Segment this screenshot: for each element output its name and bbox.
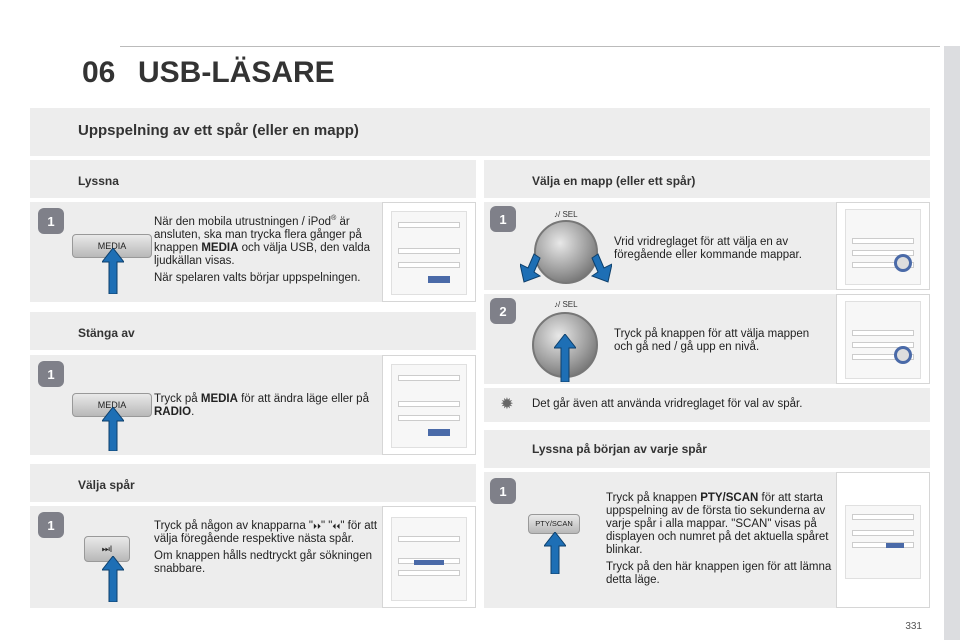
sel-knob[interactable] <box>534 220 598 284</box>
radio-thumbnail <box>836 294 930 384</box>
section-title-panel: Uppspelning av ett spår (eller en mapp) <box>30 108 930 156</box>
pty-scan-button[interactable]: PTY/SCAN <box>528 514 580 534</box>
valja-mapp-step1-panel: 1 ♪/ SEL Vrid vridreglaget för att välja… <box>484 202 930 290</box>
lyssna-text: När den mobila utrustningen / iPod® är a… <box>154 215 371 284</box>
radio-thumbnail <box>382 506 476 608</box>
rotate-arrows-icon <box>520 253 612 283</box>
header-rule <box>120 46 940 47</box>
borjan-title: Lyssna på början av varje spår <box>532 442 707 456</box>
step-badge: 1 <box>38 361 64 387</box>
lyssna-title: Lyssna <box>78 174 119 188</box>
tip-text: Det går även att använda vridreglaget fö… <box>532 398 803 410</box>
radio-thumbnail <box>382 202 476 302</box>
valja-spar-title: Välja spår <box>78 478 135 492</box>
section-title: Uppspelning av ett spår (eller en mapp) <box>78 122 359 139</box>
press-arrow-icon <box>554 334 576 382</box>
stanga-panel: 1 MEDIA Tryck på MEDIA för att ändra läg… <box>30 355 476 455</box>
press-arrow-icon <box>102 407 124 451</box>
step-badge: 1 <box>490 478 516 504</box>
page-number: 331 <box>905 621 922 632</box>
sun-tip-icon: ✹ <box>500 396 514 413</box>
sel-knob-label: ♪/ SEL <box>554 210 578 219</box>
valja-spar-panel: 1 ⏭I Tryck på någon av knapparna "⏵⏵" "⏴… <box>30 506 476 608</box>
valja-mapp-text2: Tryck på knappen för att välja mappen oc… <box>614 328 810 353</box>
side-bar <box>944 46 960 640</box>
step-badge: 1 <box>490 206 516 232</box>
radio-thumbnail <box>382 355 476 455</box>
step-badge: 1 <box>38 512 64 538</box>
press-arrow-icon <box>544 532 566 574</box>
valja-mapp-header: Välja en mapp (eller ett spår) <box>484 160 930 198</box>
radio-thumbnail <box>836 202 930 290</box>
step-badge: 2 <box>490 298 516 324</box>
sel-knob-label: ♪/ SEL <box>554 300 578 309</box>
next-track-button[interactable]: ⏭I <box>84 536 130 562</box>
borjan-header: Lyssna på början av varje spår <box>484 430 930 468</box>
press-arrow-icon <box>102 556 124 602</box>
chapter-number: 06 <box>82 56 116 89</box>
valja-spar-text: Tryck på någon av knapparna "⏵⏵" "⏴⏴" fö… <box>154 520 378 575</box>
borjan-text: Tryck på knappen PTY/SCAN för att starta… <box>606 492 832 586</box>
stanga-title: Stänga av <box>78 326 135 340</box>
valja-spar-header: Välja spår <box>30 464 476 502</box>
stanga-header: Stänga av <box>30 312 476 350</box>
chapter-title: USB-LÄSARE <box>138 56 335 89</box>
valja-mapp-title: Välja en mapp (eller ett spår) <box>532 174 696 188</box>
radio-thumbnail <box>836 472 930 608</box>
lyssna-panel: 1 MEDIA När den mobila utrustningen / iP… <box>30 202 476 302</box>
press-arrow-icon <box>102 248 124 294</box>
borjan-panel: 1 PTY/SCAN Tryck på knappen PTY/SCAN för… <box>484 472 930 608</box>
lyssna-header: Lyssna <box>30 160 476 198</box>
valja-mapp-text1: Vrid vridreglaget för att välja en av fö… <box>614 236 802 261</box>
stanga-text: Tryck på MEDIA för att ändra läge eller … <box>154 393 369 418</box>
tip-panel: ✹ Det går även att använda vridreglaget … <box>484 388 930 422</box>
valja-mapp-step2-panel: 2 ♪/ SEL Tryck på knappen för att välja … <box>484 294 930 384</box>
step-badge: 1 <box>38 208 64 234</box>
